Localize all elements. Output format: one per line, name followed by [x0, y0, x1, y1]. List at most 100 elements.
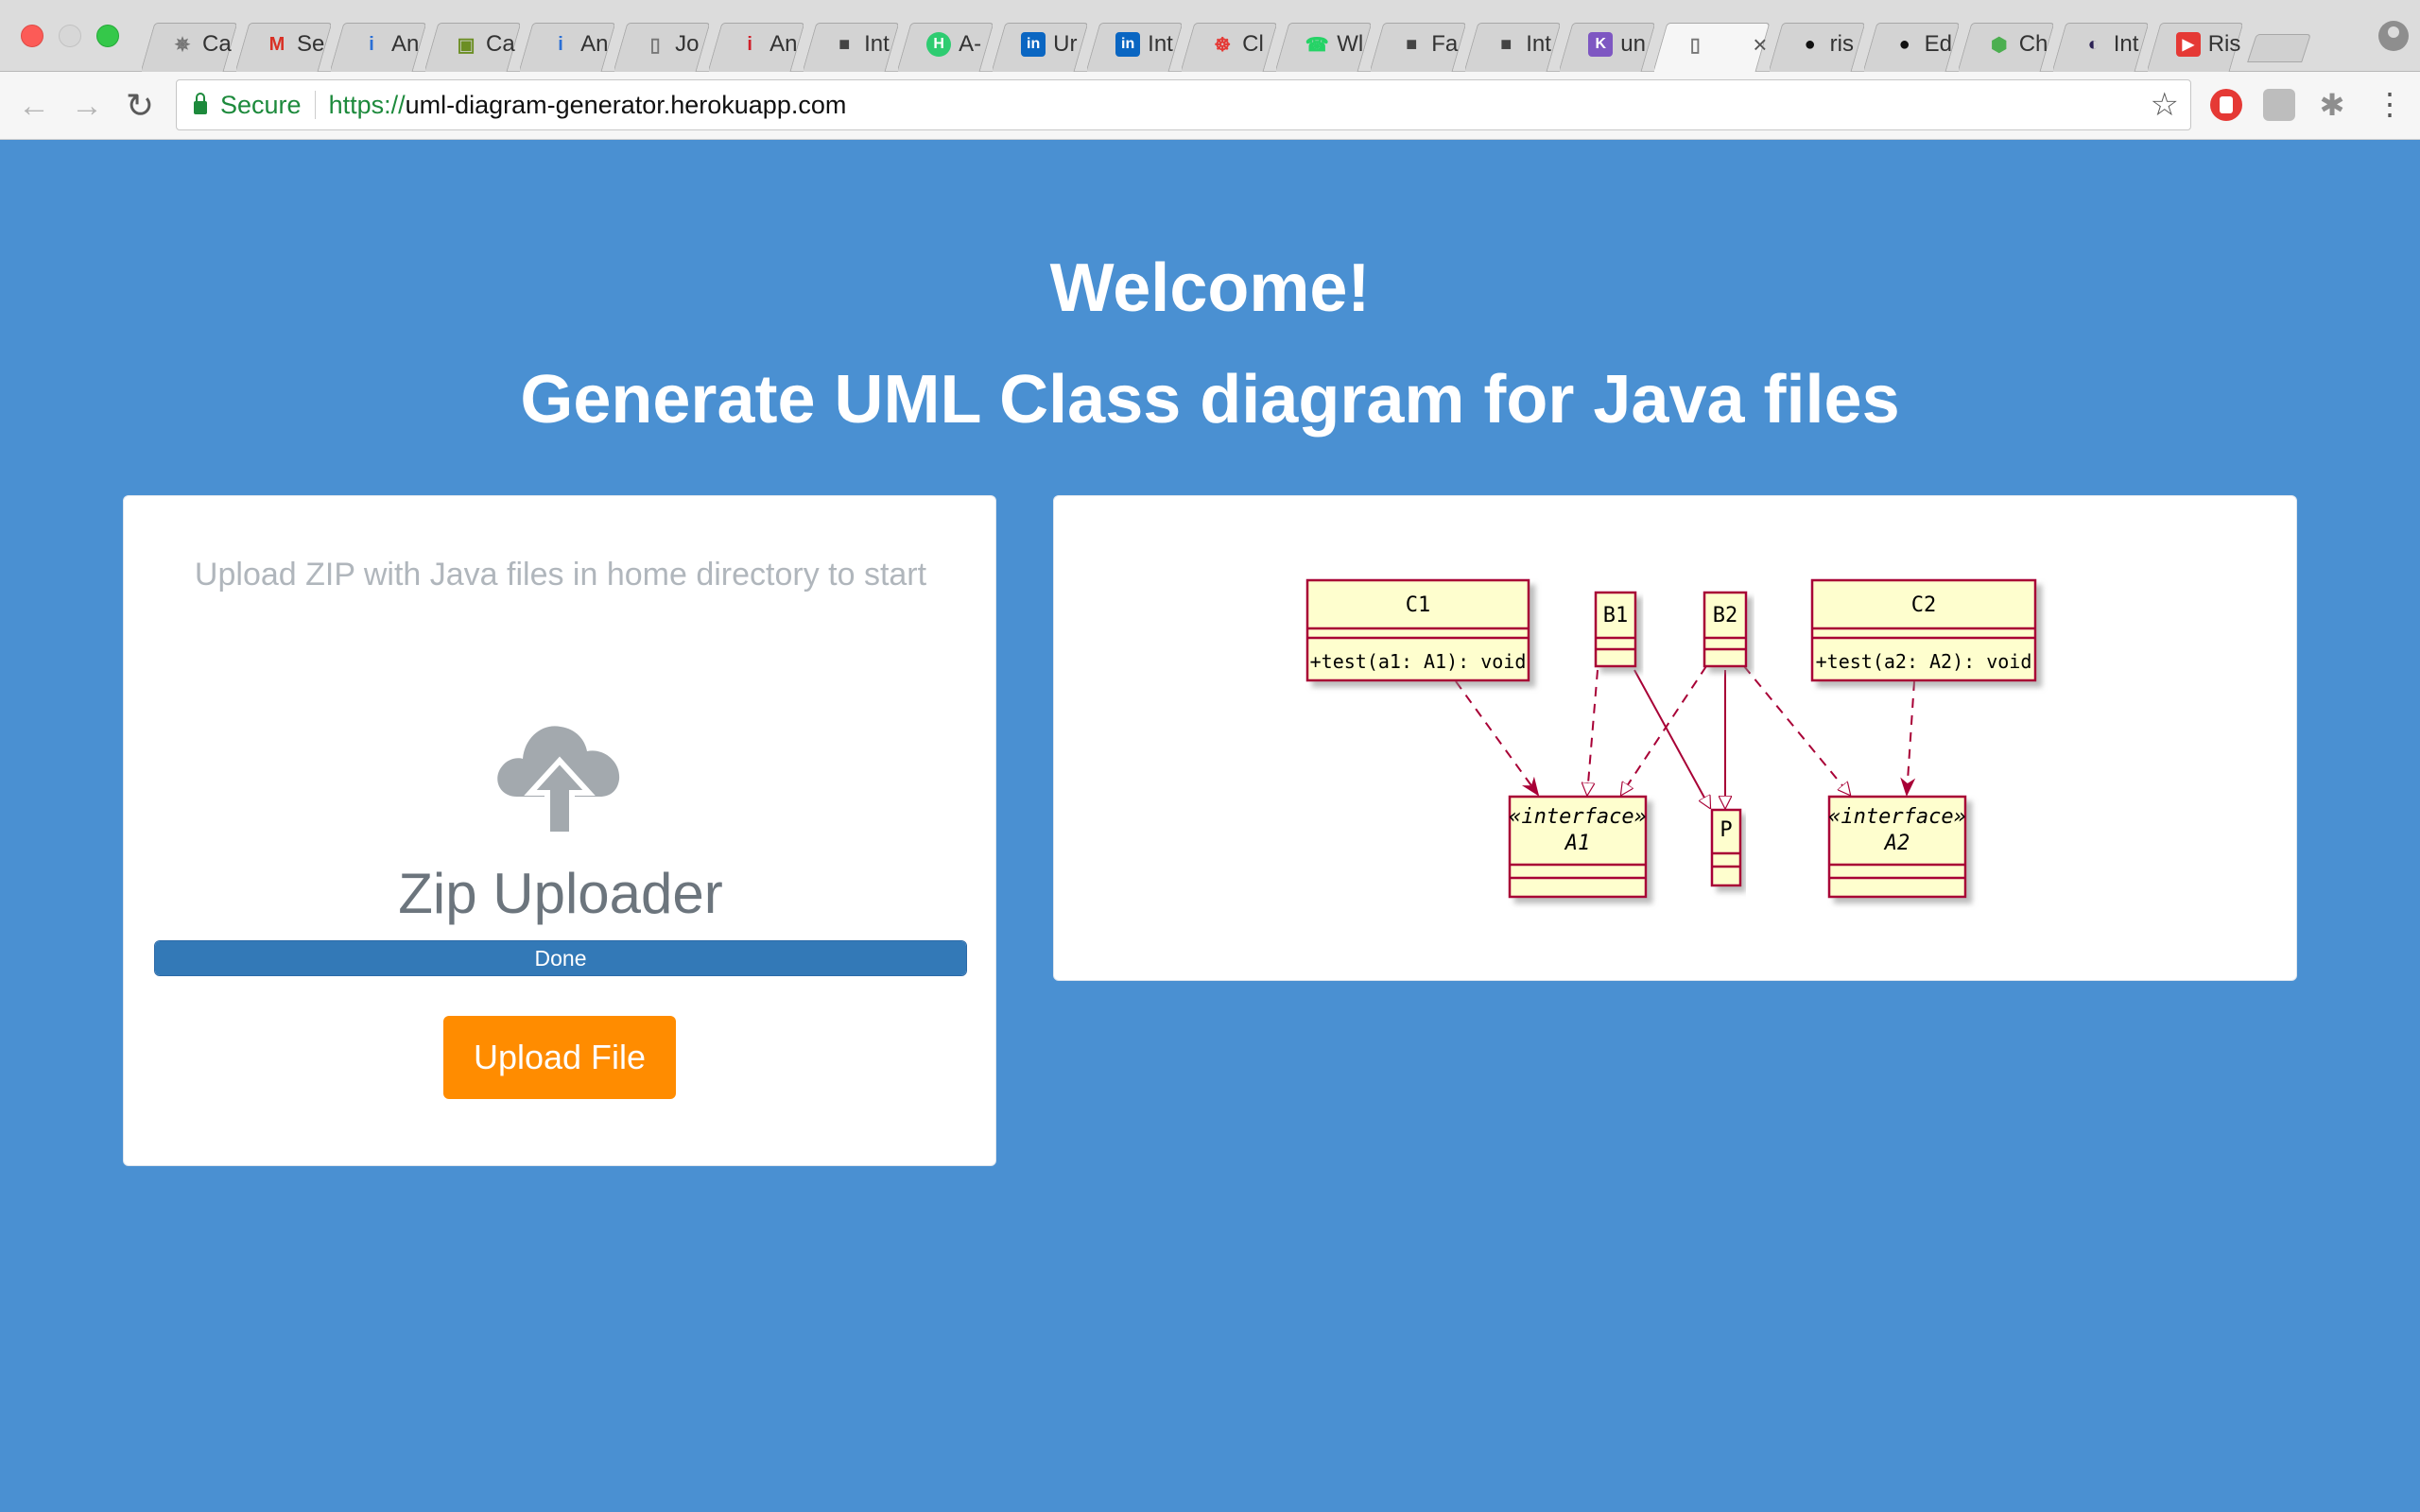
profile-icon[interactable]	[2378, 21, 2409, 51]
browser-tab-title: ris	[1829, 31, 1854, 57]
secure-label: Secure	[220, 90, 302, 119]
back-button[interactable]: ←	[18, 87, 50, 124]
gmail-icon: M	[268, 33, 285, 55]
browser-tab-title: Cl	[1242, 31, 1264, 57]
uml-class-name: C1	[1406, 593, 1431, 617]
address-bar[interactable]: Secure https://uml-diagram-generator.her…	[176, 79, 2191, 130]
uml-class-b1	[1594, 591, 1637, 668]
spinner-icon: ✵	[174, 34, 191, 56]
uml-class-c1	[1305, 578, 1530, 682]
uml-interface-a2	[1827, 795, 1967, 899]
browser-tab[interactable]: ■ Int	[804, 17, 898, 72]
browser-tab[interactable]: ●Ed	[1864, 17, 1959, 72]
browser-tab[interactable]: ✵Ca	[142, 17, 236, 72]
browser-tab-title: An	[769, 31, 798, 57]
browser-tab-title: Se	[297, 31, 325, 57]
browser-tab[interactable]: ☸Cl	[1182, 17, 1276, 72]
uml-class-name: P	[1720, 818, 1732, 842]
browser-tab-title: Jo	[675, 31, 700, 57]
eclipse-icon: ◐	[2087, 33, 2100, 55]
relation-b1-a1	[1587, 669, 1599, 795]
uml-class-b2	[1703, 591, 1748, 668]
cloud-upload-icon	[489, 702, 631, 844]
browser-tab[interactable]: ▣Ca	[425, 17, 520, 72]
welcome-heading: Welcome!	[1049, 250, 1371, 326]
gem-icon: ⬢	[1990, 34, 2008, 56]
image-icon: ▣	[457, 34, 475, 56]
upload-progress-bar: Done	[154, 940, 967, 976]
extension-shield-icon[interactable]	[2210, 89, 2242, 121]
browser-tab-title: Ris	[2207, 31, 2241, 57]
browser-tab-title: Int	[1148, 31, 1173, 57]
relation-b2-a1	[1621, 665, 1707, 795]
browser-tab-title: An	[580, 31, 609, 57]
uml-class-p	[1710, 808, 1742, 887]
youtube-icon: ▶	[2175, 32, 2201, 57]
whatsapp-icon: ☎	[1305, 34, 1329, 56]
url-host: uml-diagram-generator.herokuapp.com	[405, 90, 847, 119]
document-icon: ▯	[649, 34, 661, 56]
browser-tab[interactable]: ● ris	[1770, 17, 1864, 72]
reload-button[interactable]: ↻	[125, 86, 155, 125]
cube-icon: ■	[838, 33, 851, 55]
uml-interface-a1	[1508, 795, 1648, 899]
upload-file-button[interactable]: Upload File	[443, 1016, 676, 1099]
browser-tab-title: Int	[864, 31, 890, 57]
uploader-title: Zip Uploader	[398, 862, 723, 925]
window-maximize-button[interactable]	[96, 25, 119, 47]
h-badge-icon: H	[926, 32, 952, 57]
uml-class-diagram: C1 +test(a1: A1): void B1 B2 C2 +test(a2…	[1305, 578, 2037, 899]
k-badge-icon: K	[1588, 32, 1614, 57]
linkedin-icon: in	[1021, 32, 1046, 57]
browser-menu-icon[interactable]: ⋮	[2375, 87, 2405, 121]
address-separator	[314, 91, 316, 119]
upload-instructions: Upload ZIP with Java files in home direc…	[194, 557, 927, 593]
browser-tab[interactable]: i An	[520, 17, 614, 72]
browser-tab[interactable]: ▯ Jo	[614, 17, 709, 72]
browser-tab-title: Ch	[2018, 31, 2048, 57]
bookmark-star-icon[interactable]: ☆	[2150, 87, 2179, 123]
browser-tab[interactable]: ⬢ Ch	[1959, 17, 2053, 72]
new-tab-button[interactable]	[2246, 34, 2311, 62]
window-close-button[interactable]	[21, 25, 43, 47]
browser-tab[interactable]: ◐Int	[2053, 17, 2148, 72]
browser-tab-title: Int	[1526, 31, 1551, 57]
uml-class-name: B1	[1603, 604, 1629, 627]
window-minimize-button[interactable]	[59, 25, 81, 47]
browser-tab-active[interactable]: ▯×	[1654, 17, 1769, 72]
progress-fill: Done	[155, 941, 966, 975]
uml-stereotype: «interface»	[1509, 805, 1647, 829]
relation-b1-p	[1634, 669, 1710, 808]
extension-puzzle-icon[interactable]: ✱	[2319, 88, 2345, 122]
uml-class-name: A1	[1564, 832, 1591, 855]
forward-button[interactable]: →	[71, 87, 103, 124]
uml-method: +test(a2: A2): void	[1816, 650, 2032, 673]
browser-tab[interactable]: ☎Wl	[1276, 17, 1371, 72]
info-icon: i	[369, 33, 374, 55]
uml-stereotype: «interface»	[1828, 805, 1966, 829]
uml-relations	[1455, 665, 1916, 808]
browser-tab[interactable]: ■Fa	[1371, 17, 1465, 72]
italic-i-icon: i	[747, 33, 752, 55]
info-icon: i	[558, 33, 563, 55]
uml-class-c2	[1810, 578, 2037, 682]
lock-icon	[194, 93, 207, 114]
cube-icon: ■	[1406, 33, 1418, 55]
uploader-card: Upload ZIP with Java files in home direc…	[123, 495, 996, 1166]
browser-tab[interactable]: ■Int	[1465, 17, 1560, 72]
browser-tab[interactable]: M Se	[236, 17, 331, 72]
browser-toolbar: ← → ↻ Secure https://uml-diagram-generat…	[0, 72, 2420, 140]
relation-b2-a2	[1743, 665, 1850, 795]
extension-square-icon[interactable]	[2263, 89, 2295, 121]
tab-close-icon[interactable]: ×	[1753, 29, 1768, 59]
browser-tab[interactable]: i An	[709, 17, 804, 72]
github-icon: ●	[1804, 33, 1816, 55]
browser-tab[interactable]: ▶Ris	[2148, 17, 2242, 72]
